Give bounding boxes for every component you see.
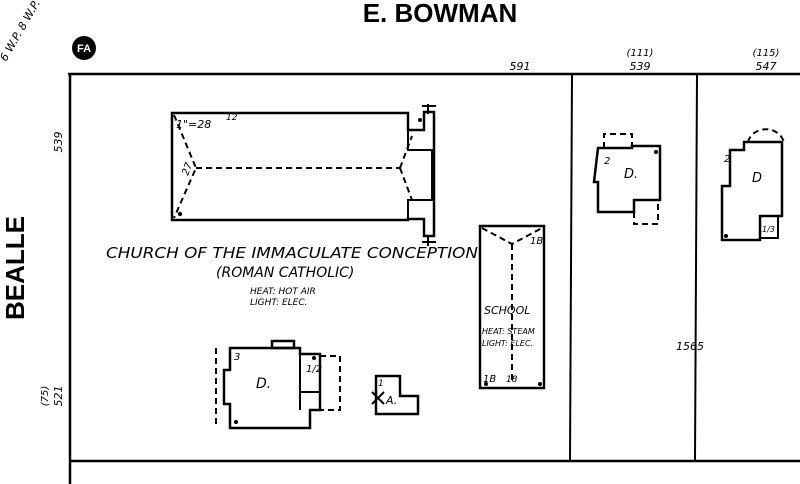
- auto-shed: [371, 374, 420, 416]
- address-539-top: 539: [630, 60, 651, 73]
- dwelling-lower-left: [215, 339, 341, 430]
- dwelling-lower-left-porch: 1/2: [306, 364, 322, 375]
- address-75: (75): [40, 386, 51, 407]
- school-heat: HEAT: STEAM: [482, 327, 535, 336]
- auto-shed-story: 1: [378, 379, 384, 389]
- church-side-note: 27: [180, 161, 195, 177]
- school-bottom-left-mark: 1B: [483, 374, 496, 385]
- school-light: LIGHT: ELEC.: [482, 339, 533, 348]
- dwelling-lower-left-story: 3: [234, 352, 240, 363]
- church-heat: HEAT: HOT AIR: [250, 287, 316, 297]
- school-top-mark: 1B: [530, 236, 543, 247]
- dwelling-upper-right: [720, 128, 785, 242]
- address-115: (115): [753, 48, 780, 59]
- church-footprint: [170, 104, 436, 246]
- dwelling-upper-right-label: D: [752, 171, 762, 186]
- school-label: SCHOOL: [484, 304, 530, 317]
- dwelling-upper-middle-label: D.: [624, 167, 638, 182]
- church-light: LIGHT: ELEC.: [250, 298, 308, 308]
- corner-note: 6 W.P. 8 W.P.: [0, 0, 43, 63]
- dwelling-upper-middle: [592, 133, 662, 225]
- church-corner-mark: 12: [226, 113, 238, 123]
- school-footprint: [478, 224, 546, 390]
- address-539-left: 539: [52, 132, 65, 153]
- address-521: 521: [52, 386, 65, 407]
- church-height-note: 1"=28: [176, 118, 211, 131]
- address-111: (111): [627, 48, 654, 59]
- dwelling-upper-right-annex: 1/3: [762, 225, 775, 234]
- auto-shed-label: A.: [385, 394, 397, 407]
- church-name: CHURCH OF THE IMMACULATE CONCEPTION: [106, 244, 478, 262]
- street-label-left: BEALLE: [0, 216, 30, 320]
- badge-text: FA: [77, 43, 91, 55]
- church-denomination: (ROMAN CATHOLIC): [216, 265, 354, 281]
- dwelling-lower-left-label: D.: [256, 376, 271, 392]
- street-label-top: E. BOWMAN: [363, 0, 518, 28]
- lot-line-2: [694, 73, 698, 462]
- school-bottom-mid-mark: 18: [506, 375, 518, 385]
- address-591: 591: [510, 60, 531, 73]
- lot-line-1: [569, 73, 573, 462]
- address-547: 547: [756, 60, 777, 73]
- badge-circle: [72, 36, 96, 60]
- dwelling-upper-right-story: 2: [724, 154, 730, 165]
- address-1565: 1565: [676, 340, 704, 353]
- dwelling-upper-middle-story: 2: [604, 156, 610, 167]
